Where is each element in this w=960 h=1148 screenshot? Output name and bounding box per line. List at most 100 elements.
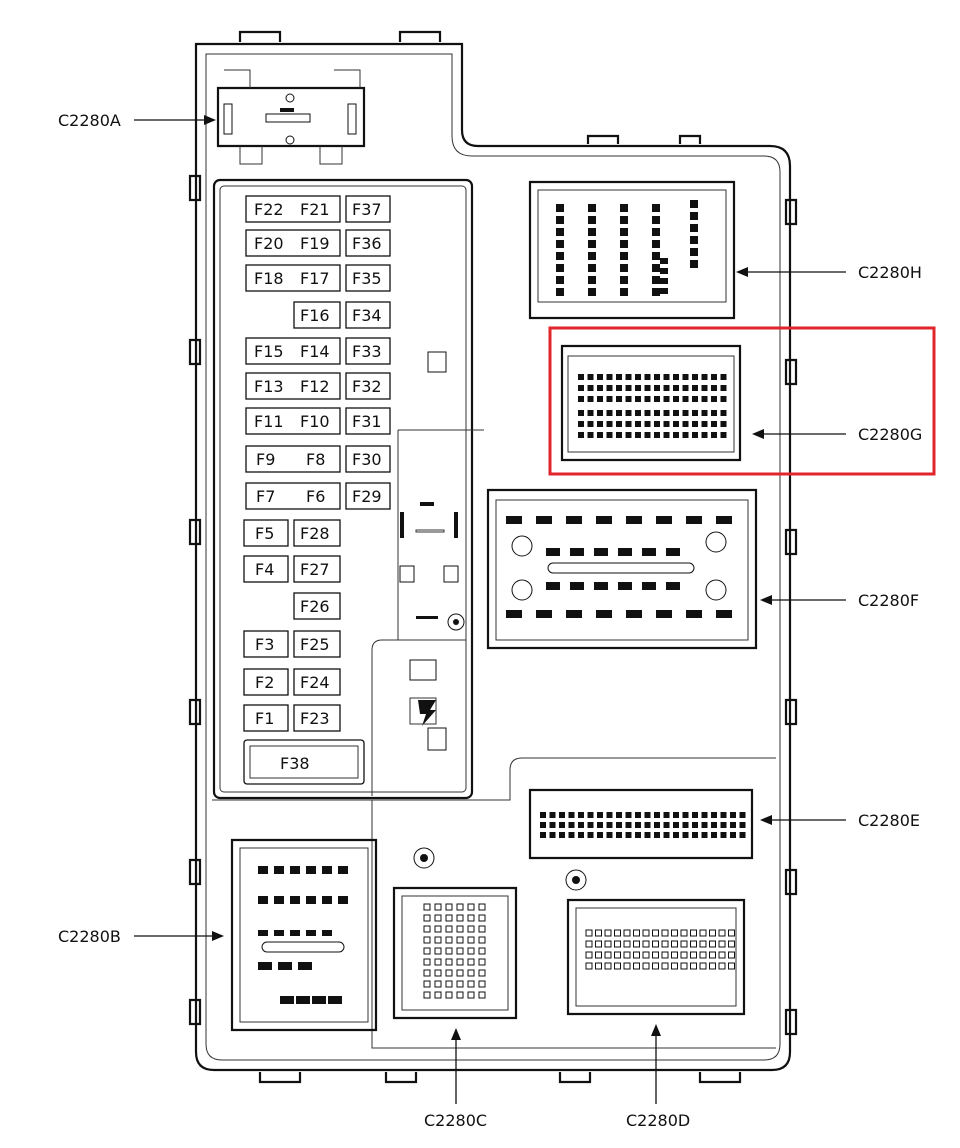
connector-pin: [606, 374, 613, 380]
connector-pin: [578, 385, 584, 391]
connector-pin: [711, 812, 717, 818]
connector-pin: [595, 940, 602, 948]
connector-pin: [673, 812, 679, 818]
connector-pin: [546, 582, 560, 590]
connector-pin: [585, 929, 593, 937]
connector-pin: [644, 432, 651, 438]
connector-pin: [690, 224, 698, 232]
connector-pin: [692, 432, 698, 438]
connector-pin: [635, 374, 641, 380]
connector-pin: [578, 396, 584, 402]
connector-pin: [556, 240, 564, 248]
connector-pin: [614, 940, 621, 948]
connector-pin: [596, 610, 612, 618]
fuse-slot-f16: [293, 301, 341, 329]
connector-pin: [671, 951, 678, 959]
connector-pin: [566, 610, 582, 618]
connector-pin: [690, 929, 697, 937]
connector-pin: [692, 410, 698, 416]
connector-pin: [597, 832, 603, 838]
connector-pin: [660, 288, 668, 294]
connector-pin: [699, 951, 707, 959]
connector-pin: [258, 962, 272, 970]
highlight-box-c2280g: [548, 326, 936, 476]
connector-pin: [536, 516, 552, 524]
connector-pin: [718, 962, 726, 970]
fuse-F5: F5: [255, 524, 274, 543]
connector-pin: [635, 432, 641, 438]
connector-pin: [739, 812, 746, 818]
connector-pin: [445, 980, 453, 988]
connector-pin: [604, 940, 612, 948]
connector-pin: [456, 925, 464, 933]
connector-pin: [445, 947, 453, 955]
fuse-slot-f32: [345, 372, 391, 400]
connector-pin: [312, 996, 326, 1004]
connector-pin: [652, 951, 659, 959]
fuse-grid: F22 F21 F37 F20 F19 F36 F18 F17 F35 F16 …: [243, 195, 391, 785]
connector-pin: [597, 374, 603, 380]
connector-pin: [614, 962, 621, 970]
connector-c2280c: [392, 847, 518, 1020]
connector-pin: [616, 385, 622, 391]
connector-pin: [597, 812, 603, 818]
connector-pin: [587, 396, 594, 402]
fuse-F34: F34: [352, 306, 382, 325]
fuse-F10: F10: [300, 412, 330, 431]
connector-pin: [720, 374, 727, 380]
connector-pin: [618, 548, 632, 556]
connector-pin: [690, 200, 698, 208]
connector-pin: [644, 832, 651, 838]
connector-pin: [620, 288, 628, 296]
connector-pin: [652, 264, 660, 272]
connector-pin: [711, 396, 717, 402]
connector-pin: [690, 940, 697, 948]
connector-pin: [434, 991, 442, 999]
fuse-slot-f26: [293, 592, 341, 620]
connector-pin: [701, 410, 708, 416]
connector-pin: [616, 374, 622, 380]
connector-pin: [434, 980, 442, 988]
connector-pin: [258, 866, 268, 874]
fuse-F8: F8: [306, 450, 325, 469]
connector-pin: [673, 832, 679, 838]
connector-pin: [549, 812, 556, 818]
fuse-F26: F26: [300, 597, 330, 616]
connector-pin: [635, 421, 641, 427]
connector-pin: [644, 374, 651, 380]
relay-icon: [427, 351, 447, 373]
connector-pin: [671, 929, 678, 937]
connector-pin: [642, 962, 650, 970]
connector-pin: [540, 832, 546, 838]
connector-pin: [278, 962, 292, 970]
connector-pin: [699, 962, 707, 970]
connector-c2280g: [560, 344, 742, 462]
connector-pin: [306, 896, 316, 904]
connector-pin: [614, 929, 621, 937]
connector-pin: [616, 832, 622, 838]
connector-pin: [606, 421, 613, 427]
connector-pin: [606, 410, 613, 416]
connector-pin: [594, 582, 608, 590]
connector-pin: [274, 930, 284, 936]
connector-pin: [467, 969, 475, 977]
connector-pin: [635, 832, 641, 838]
connector-pin: [467, 914, 475, 922]
connector-pin: [597, 410, 603, 416]
connector-pin: [625, 410, 632, 416]
connector-pin: [445, 991, 453, 999]
connector-pin: [578, 374, 584, 380]
connector-pin: [322, 896, 332, 904]
fuse-F32: F32: [352, 377, 382, 396]
connector-pin: [701, 822, 708, 828]
connector-pin: [606, 432, 613, 438]
connector-pin: [625, 421, 632, 427]
label-c2280g: C2280G: [858, 425, 922, 444]
connector-pin: [644, 410, 651, 416]
connector-pin: [620, 276, 628, 284]
connector-pin: [434, 925, 442, 933]
connector-pin: [423, 947, 431, 955]
connector-pin: [686, 610, 702, 618]
connector-pin: [701, 396, 708, 402]
fuse-panel: [212, 178, 484, 800]
